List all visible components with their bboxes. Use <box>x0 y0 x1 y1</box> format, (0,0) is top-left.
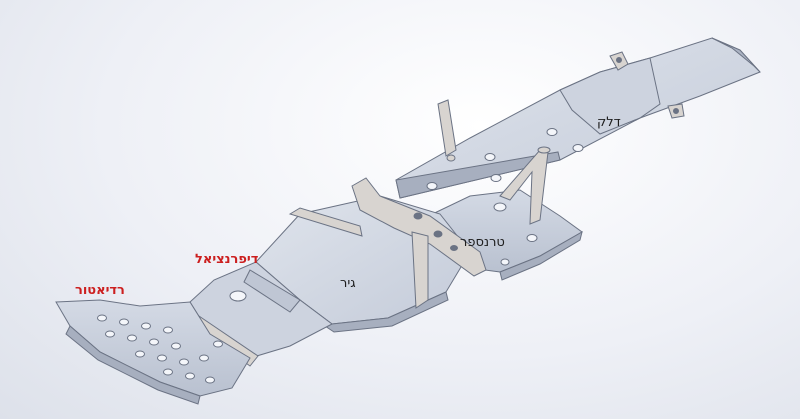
label-differential: דיפרנציאל <box>195 252 259 267</box>
crossmember-bracket <box>288 177 487 309</box>
label-radiator: רדיאטור <box>75 283 125 298</box>
fuel-tank-plate <box>395 37 761 199</box>
label-transfer: טרנספר <box>460 235 505 250</box>
radiator-hole-grid <box>97 314 223 384</box>
label-fuel: דלק <box>597 115 621 130</box>
radiator-plate <box>55 299 251 405</box>
gearbox-plate <box>255 177 487 333</box>
label-gear: גיר <box>340 276 356 291</box>
